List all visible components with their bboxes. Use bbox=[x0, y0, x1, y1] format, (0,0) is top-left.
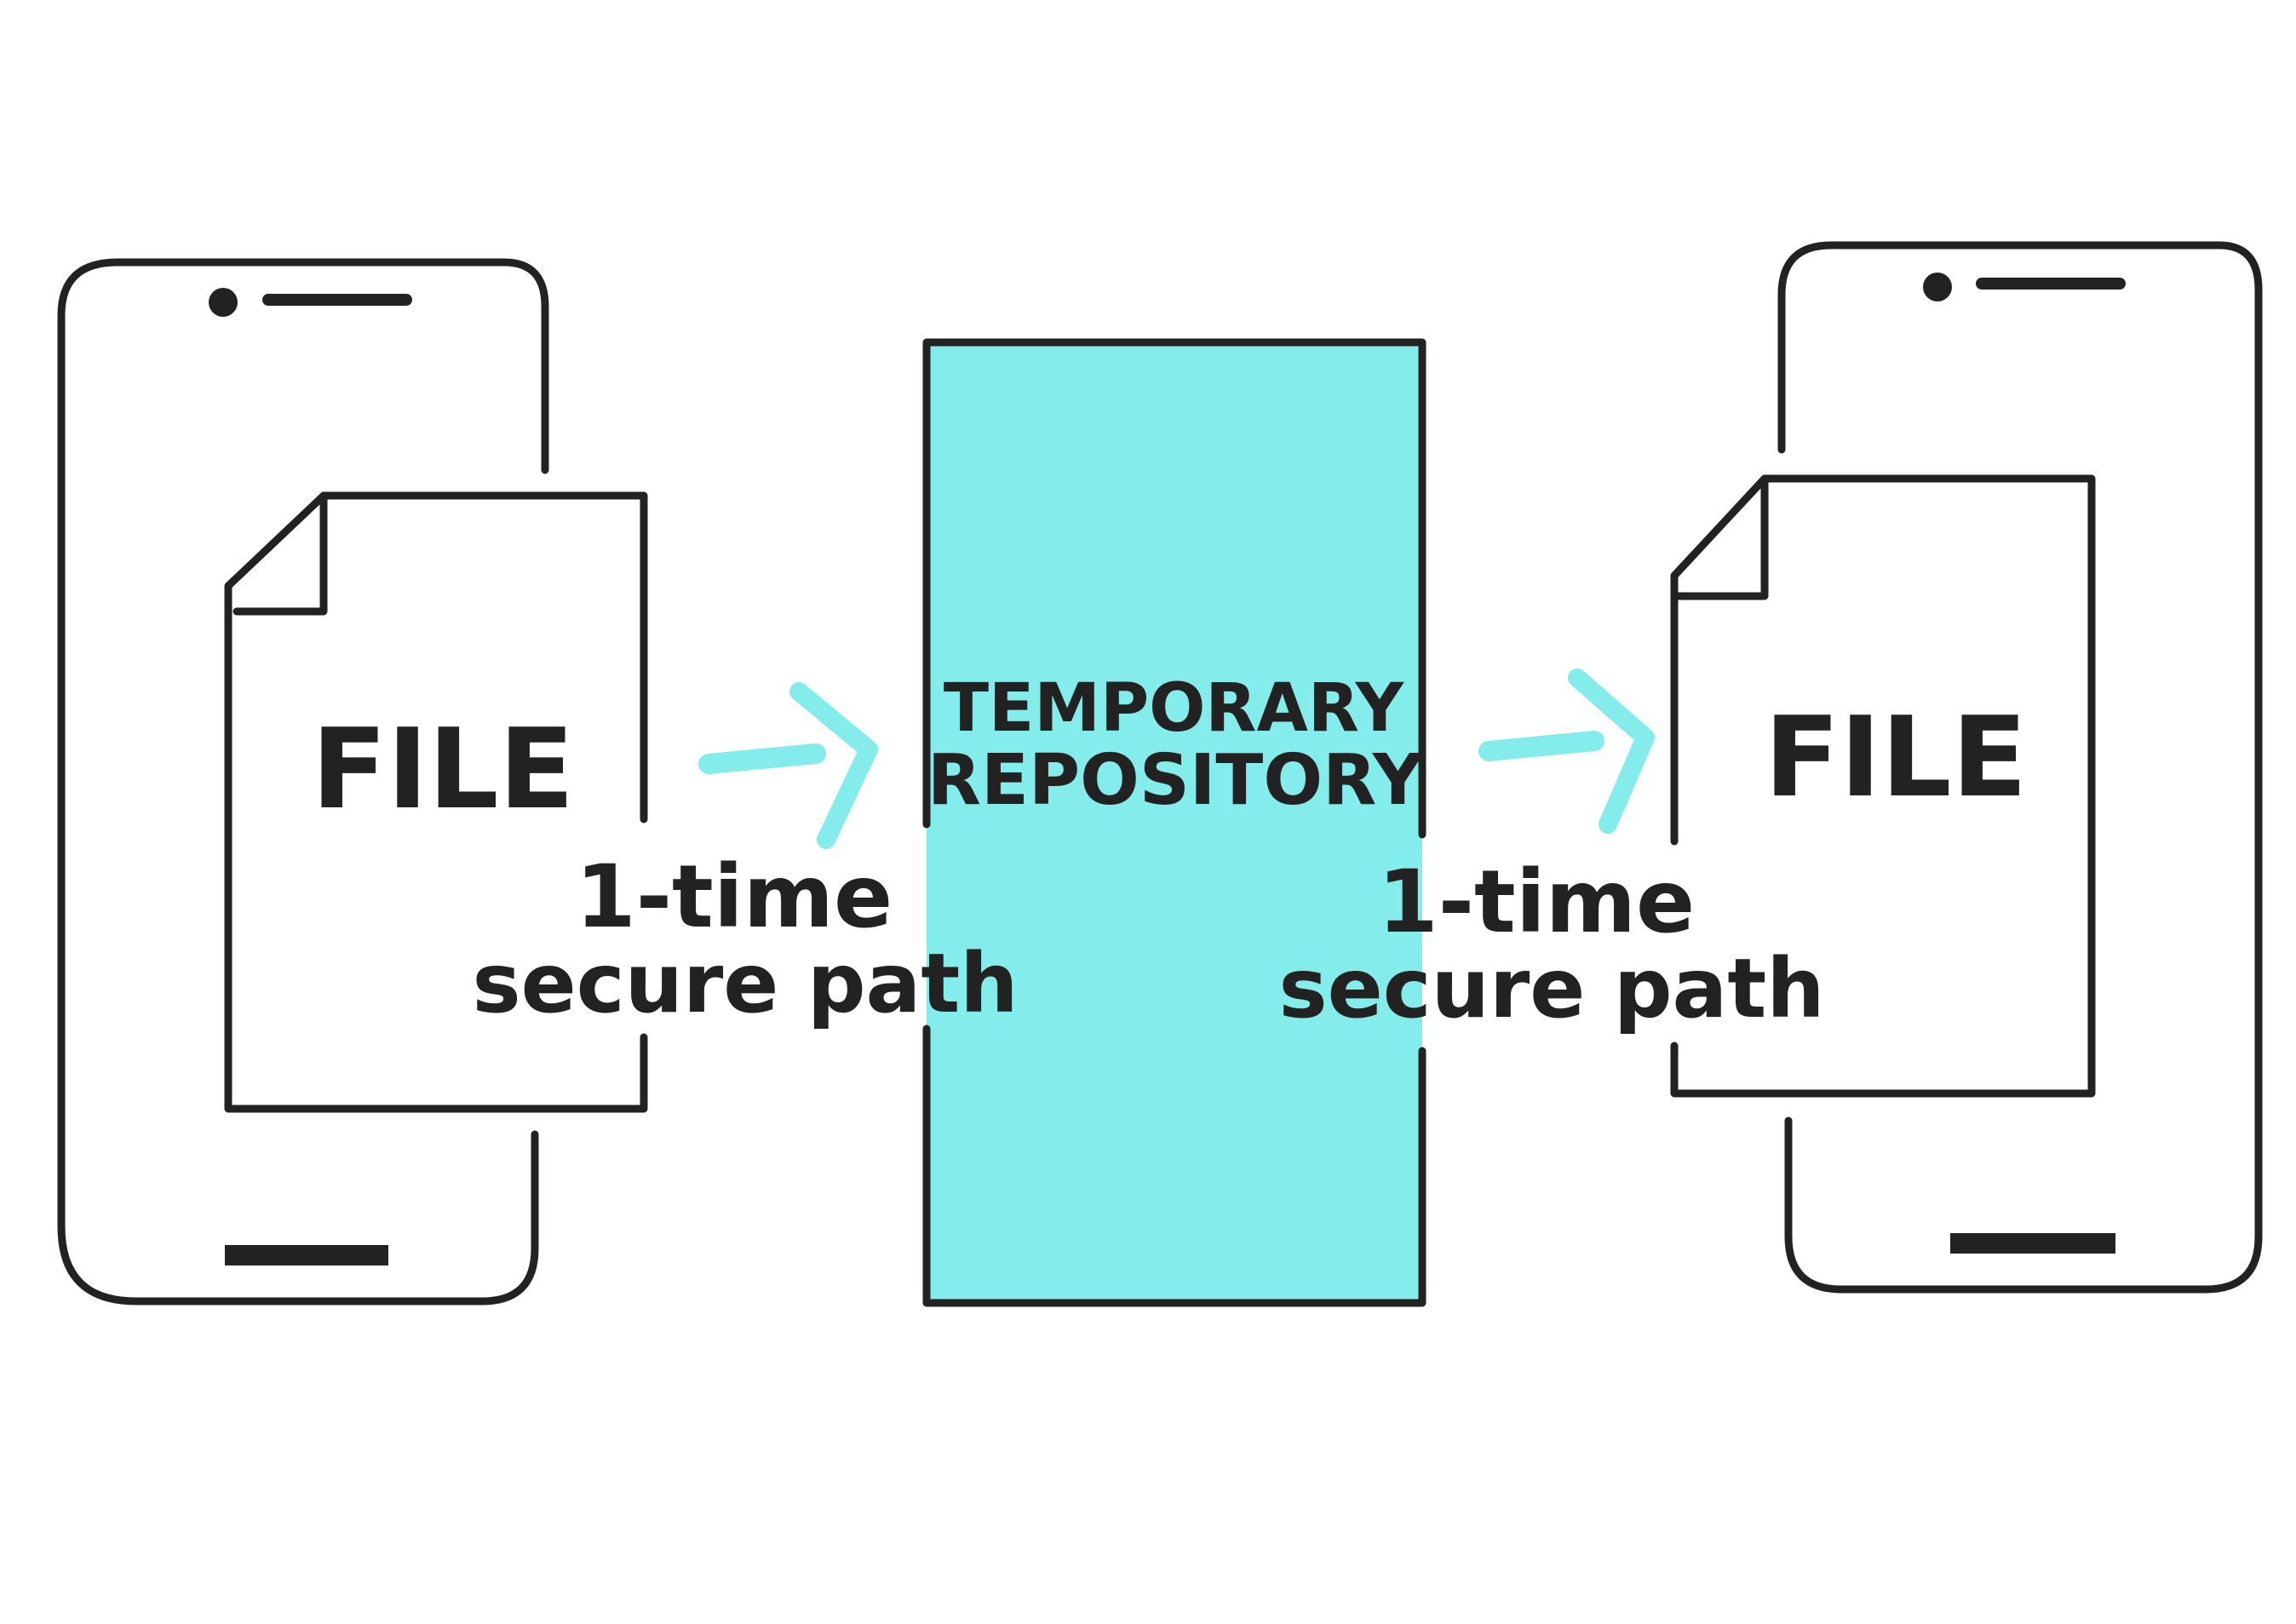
left-document-icon: FILE bbox=[224, 491, 648, 1113]
left-smartphone-icon bbox=[57, 258, 549, 1306]
right-arrow-shaft bbox=[1478, 731, 1604, 761]
right-file-label: FILE bbox=[1765, 692, 2028, 822]
repository-label-line1: TEMPORARY bbox=[944, 670, 1405, 747]
repository-outline bbox=[922, 338, 1426, 1307]
left-path-label-line1: 1-time bbox=[576, 846, 893, 948]
right-arrow-right-icon bbox=[1478, 669, 1655, 834]
right-path-label-line1: 1-time bbox=[1378, 852, 1696, 953]
left-path-label-line2: secure path bbox=[472, 936, 1018, 1031]
left-phone-home-bar bbox=[225, 1245, 388, 1265]
left-arrow-head bbox=[789, 682, 878, 849]
left-phone-camera bbox=[209, 288, 238, 317]
temporary-repository: TEMPORARY REPOSITORY bbox=[922, 338, 1426, 1307]
left-arrow-right-icon bbox=[698, 682, 878, 849]
right-smartphone-icon bbox=[1777, 241, 2263, 1294]
left-phone-speaker bbox=[262, 294, 412, 306]
right-file-outline bbox=[1670, 474, 2096, 1098]
left-arrow-shaft bbox=[698, 743, 826, 774]
left-file-label: FILE bbox=[312, 704, 575, 834]
right-path-label-line2: secure path bbox=[1278, 941, 1824, 1036]
repository-label-line2: REPOSITORY bbox=[927, 740, 1425, 821]
right-phone-camera bbox=[1923, 273, 1952, 301]
left-file-outline bbox=[224, 491, 648, 1113]
right-phone-speaker bbox=[1976, 278, 2126, 290]
right-file-fold bbox=[1673, 474, 1769, 600]
repository-fill bbox=[927, 342, 1422, 1303]
right-phone-home-bar bbox=[1950, 1233, 2115, 1254]
left-phone-outline bbox=[57, 258, 549, 1306]
right-document-icon: FILE bbox=[1670, 474, 2096, 1098]
right-phone-outline bbox=[1777, 241, 2263, 1294]
left-file-fold bbox=[232, 491, 328, 616]
right-arrow-head bbox=[1568, 669, 1655, 834]
